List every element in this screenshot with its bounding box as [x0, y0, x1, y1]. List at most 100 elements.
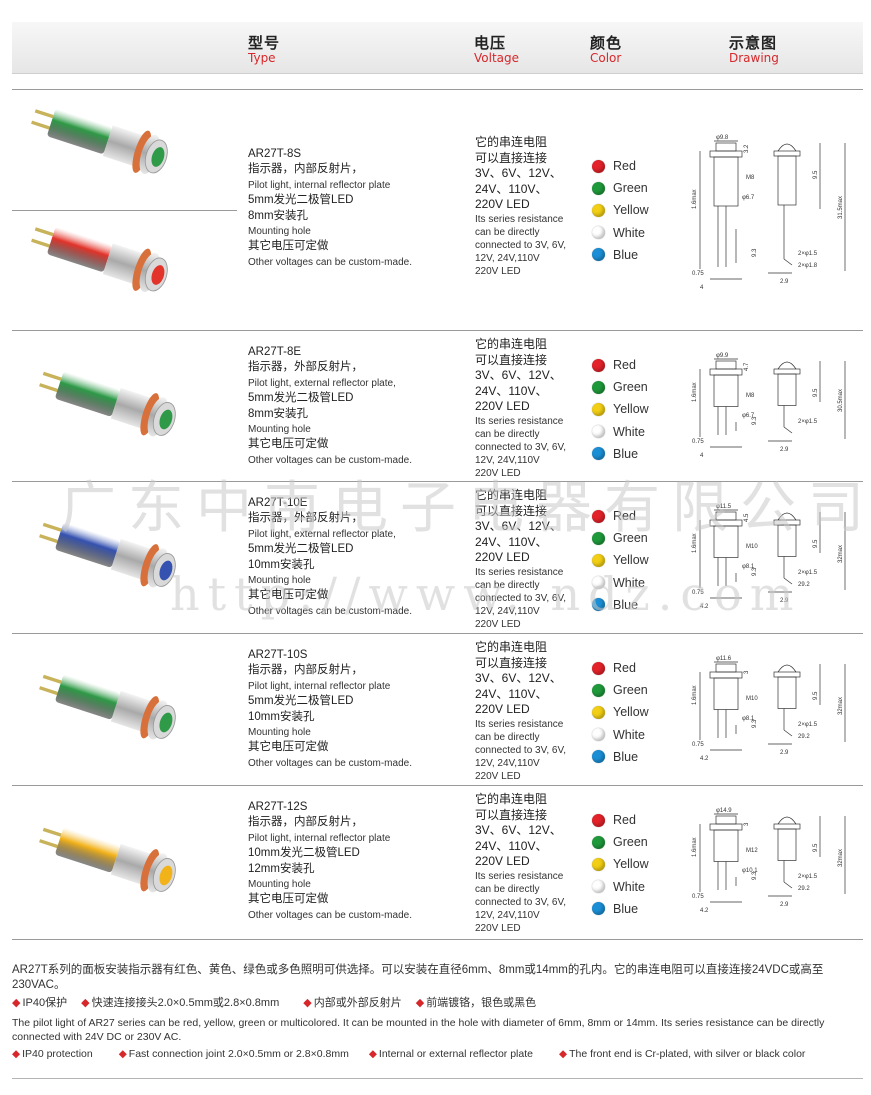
- pilot-light-icon: [31, 109, 168, 174]
- desc-zh: 5mm发光二极管LED: [248, 543, 354, 556]
- pilot-light-icon: [39, 371, 176, 436]
- voltage-zh: 3V、6V、12V、: [475, 671, 562, 685]
- voltage-en: Its series resistance: [475, 415, 564, 427]
- drawing-panel: φ11.6 3 M10 φ8.1 1.6max 9.5 32max 9.3 2×…: [670, 640, 870, 784]
- svg-text:2.9: 2.9: [780, 447, 789, 453]
- color-option-green: Green: [592, 527, 649, 549]
- desc-zh: 其它电压可定做: [248, 741, 329, 754]
- color-dot-icon: [592, 598, 605, 612]
- voltage-info: 它的串连电阻 可以直接连接 3V、6V、12V、 24V、110V、 220V …: [475, 337, 595, 480]
- voltage-info: 它的串连电阻 可以直接连接 3V、6V、12V、 24V、110V、 220V …: [475, 640, 595, 783]
- color-option-blue: Blue: [592, 594, 649, 616]
- bullet-icon: ◆: [12, 997, 21, 1009]
- voltage-zh: 3V、6V、12V、: [475, 823, 562, 837]
- voltage-zh: 220V LED: [475, 702, 530, 716]
- color-label: White: [613, 727, 645, 742]
- voltage-zh: 24V、110V、: [475, 181, 548, 196]
- desc-zh: 5mm发光二极管LED: [248, 695, 354, 708]
- color-dot-icon: [592, 857, 605, 871]
- voltage-en: 220V LED: [475, 467, 521, 479]
- feature-item: ◆内部或外部反射片: [303, 995, 401, 1011]
- pilot-light-icon: [31, 227, 168, 292]
- svg-text:2.9: 2.9: [780, 902, 789, 908]
- color-option-red: Red: [592, 809, 649, 831]
- svg-text:1.6max: 1.6max: [692, 533, 698, 553]
- feature-item: ◆Fast connection joint 2.0×0.5mm or 2.8×…: [119, 1046, 349, 1062]
- bullet-icon: ◆: [303, 997, 312, 1009]
- color-dot-icon: [592, 683, 605, 697]
- desc-zh: 8mm安装孔: [248, 407, 309, 420]
- color-label: Green: [613, 683, 648, 698]
- dimension-drawing: φ9.9 4.7 M8 φ6.7 1.6max 9.5 30.5max 9.3 …: [692, 353, 846, 459]
- color-label: Blue: [613, 597, 639, 612]
- drawing-panel: φ11.5 4.5 M10 φ8.1 1.6max 9.5 32max 9.3 …: [670, 488, 870, 632]
- voltage-en: connected to 3V, 6V,: [475, 896, 567, 908]
- voltage-en: connected to 3V, 6V,: [475, 592, 567, 604]
- divider: [12, 210, 237, 211]
- bullet-icon: ◆: [559, 1048, 568, 1060]
- svg-text:φ10.1: φ10.1: [742, 868, 758, 874]
- voltage-zh: 可以直接连接: [475, 150, 548, 165]
- color-option-green: Green: [592, 177, 649, 199]
- drawing-panel: φ9.8 3.2 M8 φ6.7 1.6max 9.5 31.5max 9.3 …: [670, 119, 870, 313]
- svg-text:4.2: 4.2: [700, 604, 709, 610]
- model-number: AR27T-10E: [248, 497, 308, 509]
- color-list: Red Green Yellow White Blue: [592, 505, 649, 616]
- color-option-red: Red: [592, 354, 649, 376]
- header-type: 型号 Type: [248, 36, 280, 66]
- svg-text:30.5max: 30.5max: [838, 389, 844, 412]
- color-label: Red: [613, 159, 636, 174]
- product-description: AR27T-12S 指示器，内部反射片， Pilot light, intern…: [248, 800, 412, 923]
- voltage-zh: 24V、110V、: [475, 686, 548, 701]
- bullet-icon: ◆: [118, 1048, 127, 1060]
- footer-en-paragraph: The pilot light of AR27 series can be re…: [12, 1017, 825, 1043]
- color-list: Red Green Yellow White Blue: [592, 354, 649, 465]
- voltage-zh: 可以直接连接: [475, 503, 548, 518]
- feature-text: 快速连接接头2.0×0.5mm或2.8×0.8mm: [91, 997, 280, 1009]
- color-dot-icon: [592, 750, 605, 764]
- dimension-drawing: φ11.6 3 M10 φ8.1 1.6max 9.5 32max 9.3 2×…: [692, 656, 846, 762]
- color-dot-icon: [592, 402, 605, 416]
- bullet-icon: ◆: [81, 997, 90, 1009]
- svg-text:2×φ1.5: 2×φ1.5: [798, 722, 818, 728]
- desc-zh: 指示器，内部反射片，: [248, 816, 363, 829]
- svg-text:2×φ1.5: 2×φ1.5: [798, 570, 818, 576]
- pilot-light-icon: [39, 522, 176, 588]
- color-label: Green: [613, 531, 648, 546]
- product-photo: [18, 97, 188, 196]
- desc-zh: 5mm发光二极管LED: [248, 194, 354, 207]
- header-drawing: 示意图 Drawing: [729, 36, 779, 66]
- header-color-zh: 颜色: [590, 34, 623, 52]
- color-option-green: Green: [592, 679, 649, 701]
- color-dot-icon: [592, 531, 605, 545]
- color-dot-icon: [592, 358, 605, 372]
- color-label: Yellow: [613, 402, 649, 417]
- svg-text:29.2: 29.2: [798, 582, 810, 588]
- product-photo: [26, 660, 196, 764]
- color-option-white: White: [592, 222, 649, 244]
- product-description: AR27T-8S 指示器，内部反射片， Pilot light, interna…: [248, 147, 412, 270]
- voltage-en: 12V, 24V,110V: [475, 909, 540, 921]
- desc-en: Other voltages can be custom-made.: [248, 909, 412, 921]
- drawing-panel: φ9.9 4.7 M8 φ6.7 1.6max 9.5 30.5max 9.3 …: [670, 337, 870, 481]
- svg-text:M12: M12: [746, 848, 758, 854]
- desc-en: Pilot light, internal reflector plate: [248, 832, 391, 844]
- voltage-info: 它的串连电阻 可以直接连接 3V、6V、12V、 24V、110V、 220V …: [475, 135, 595, 278]
- product-photo: [26, 508, 196, 612]
- header-color-en: Color: [590, 51, 622, 65]
- voltage-en: 12V, 24V,110V: [475, 605, 540, 617]
- svg-text:31.5max: 31.5max: [838, 196, 844, 219]
- feature-item: ◆IP40保护: [12, 995, 67, 1011]
- feature-item: ◆Internal or external reflector plate: [369, 1046, 533, 1062]
- color-dot-icon: [592, 553, 605, 567]
- color-dot-icon: [592, 835, 605, 849]
- feature-text: 前端镀铬，银色或黑色: [426, 997, 537, 1009]
- header-voltage-zh: 电压: [474, 34, 507, 52]
- svg-text:0.75: 0.75: [692, 271, 704, 277]
- model-number: AR27T-8S: [248, 148, 302, 160]
- voltage-en: can be directly: [475, 579, 540, 591]
- product-row: AR27T-10S 指示器，内部反射片， Pilot light, intern…: [12, 634, 863, 786]
- color-label: Green: [613, 181, 648, 196]
- voltage-zh: 它的串连电阻: [475, 488, 548, 502]
- desc-zh: 指示器，内部反射片，: [248, 664, 363, 677]
